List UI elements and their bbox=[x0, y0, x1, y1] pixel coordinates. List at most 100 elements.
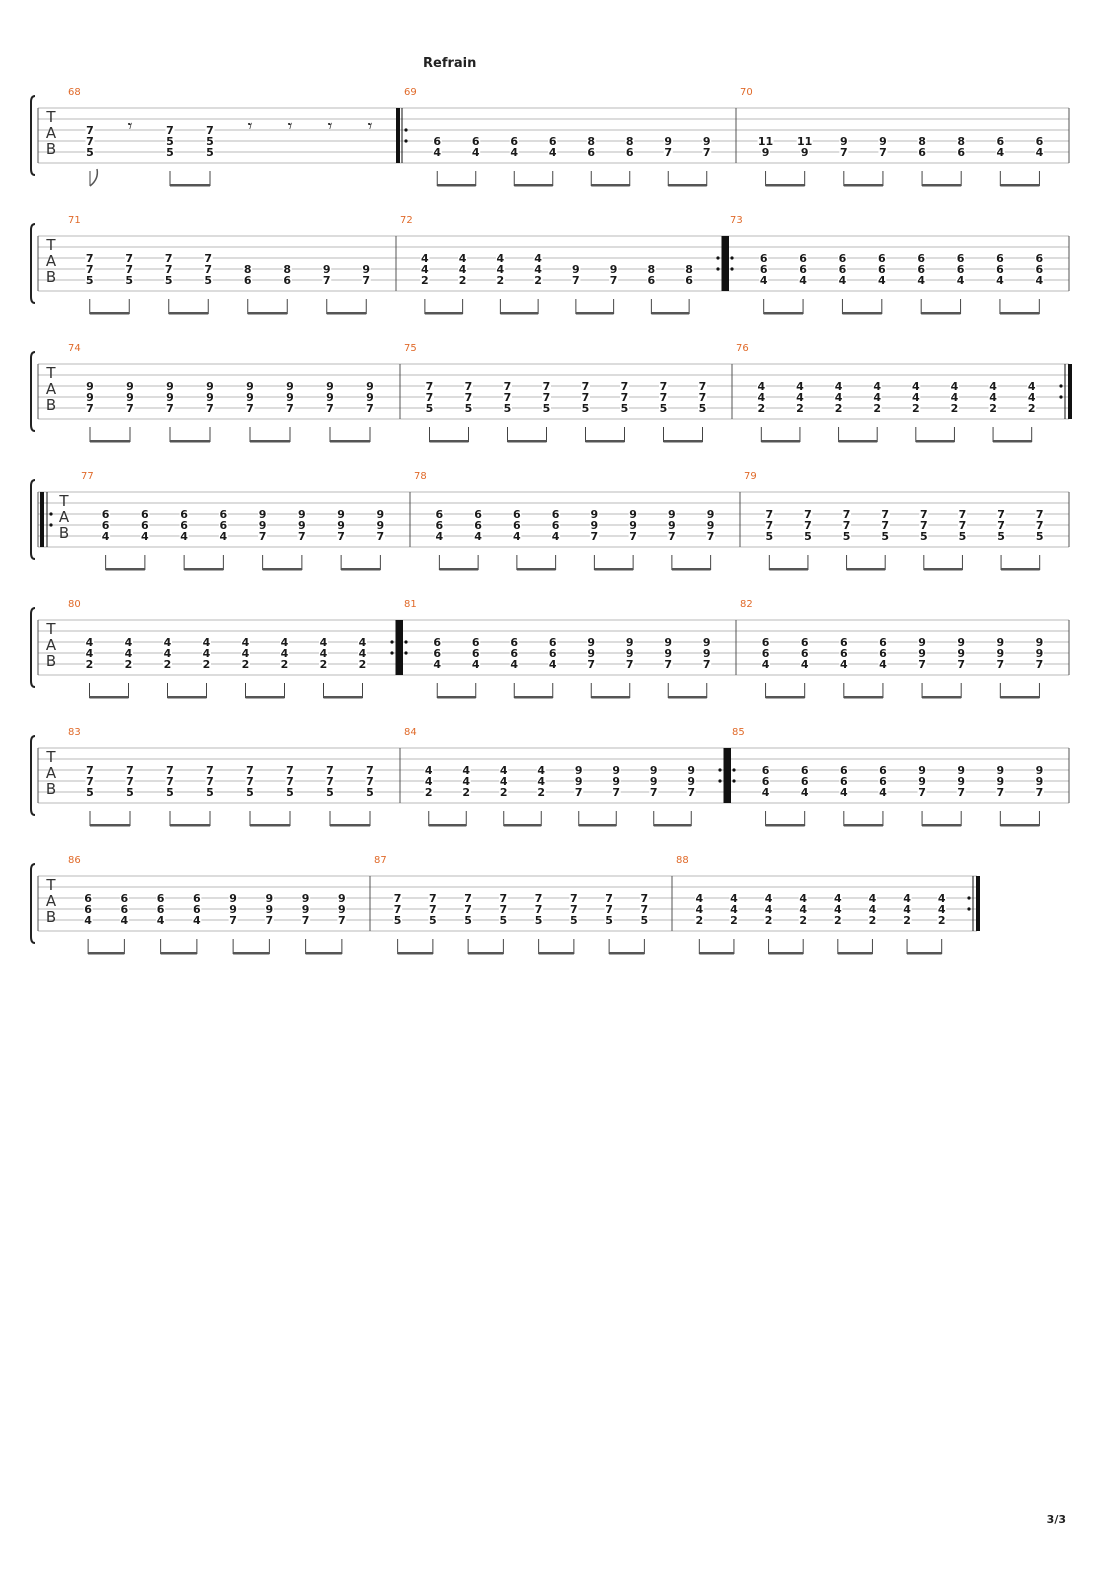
fret-bg bbox=[620, 392, 629, 402]
fret-bg bbox=[569, 893, 579, 903]
fret-number: 7 bbox=[997, 508, 1005, 521]
fret-number: 2 bbox=[459, 274, 467, 287]
fret-number: 5 bbox=[86, 274, 94, 287]
tab-clef-letter: A bbox=[46, 124, 57, 142]
tab-clef-letter: A bbox=[46, 764, 57, 782]
fret-number: 8 bbox=[244, 263, 252, 276]
fret-number: 5 bbox=[881, 530, 889, 543]
fret-number: 2 bbox=[86, 658, 94, 671]
fret-bg bbox=[803, 531, 813, 541]
fret-number: 7 bbox=[591, 530, 599, 543]
fret-bg bbox=[301, 915, 311, 925]
fret-number: 5 bbox=[464, 914, 472, 927]
fret-number: 9 bbox=[337, 508, 345, 521]
fret-number: 9 bbox=[206, 391, 214, 404]
fret-number: 9 bbox=[703, 135, 711, 148]
fret-bg bbox=[706, 509, 716, 519]
fret-number: 6 bbox=[879, 775, 887, 788]
fret-bg bbox=[800, 776, 810, 786]
fret-number: 4 bbox=[459, 263, 467, 276]
fret-bg bbox=[297, 509, 307, 519]
fret-number: 7 bbox=[626, 658, 634, 671]
fret-number: 8 bbox=[918, 135, 926, 148]
tab-clef-letter: B bbox=[46, 396, 56, 414]
fret-number: 2 bbox=[796, 402, 804, 415]
bar-number: 84 bbox=[404, 727, 417, 738]
fret-number: 7 bbox=[206, 764, 214, 777]
note-beam bbox=[1001, 568, 1040, 571]
fret-number: 7 bbox=[86, 402, 94, 415]
fret-number: 6 bbox=[762, 764, 770, 777]
fret-bg bbox=[867, 915, 877, 925]
fret-bg bbox=[702, 659, 712, 669]
fret-number: 7 bbox=[246, 402, 254, 415]
fret-number: 4 bbox=[164, 636, 172, 649]
fret-bg bbox=[1034, 776, 1044, 786]
fret-bg bbox=[509, 147, 519, 157]
tab-clef-letter: B bbox=[46, 908, 56, 926]
fret-bg bbox=[1034, 765, 1044, 775]
fret-bg bbox=[534, 893, 544, 903]
fret-bg bbox=[83, 904, 93, 914]
fret-number: 4 bbox=[193, 914, 201, 927]
fret-bg bbox=[375, 509, 385, 519]
fret-bg bbox=[285, 787, 295, 797]
fret-bg bbox=[464, 381, 473, 391]
fret-bg bbox=[473, 531, 483, 541]
fret-number: 5 bbox=[699, 402, 707, 415]
fret-bg bbox=[995, 253, 1005, 263]
fret-bg bbox=[798, 275, 808, 285]
fret-number: 7 bbox=[504, 391, 512, 404]
tab-clef-letter: A bbox=[46, 252, 57, 270]
note-beam bbox=[922, 184, 962, 187]
fret-number: 9 bbox=[326, 391, 334, 404]
fret-number: 9 bbox=[664, 636, 672, 649]
fret-number: 4 bbox=[760, 274, 768, 287]
fret-bg bbox=[878, 787, 888, 797]
fret-bg bbox=[609, 275, 619, 285]
fret-bg bbox=[628, 531, 638, 541]
fret-bg bbox=[663, 648, 673, 658]
fret-number: 6 bbox=[549, 636, 557, 649]
fret-bg bbox=[165, 147, 175, 157]
fret-bg bbox=[646, 275, 656, 285]
fret-number: 9 bbox=[629, 508, 637, 521]
fret-bg bbox=[165, 136, 175, 146]
repeat-dot bbox=[404, 651, 408, 655]
fret-number: 6 bbox=[996, 263, 1004, 276]
fret-bg bbox=[694, 893, 704, 903]
fret-number: 4 bbox=[912, 391, 920, 404]
fret-number: 9 bbox=[587, 647, 595, 660]
fret-number: 6 bbox=[1035, 263, 1043, 276]
fret-number: 7 bbox=[957, 786, 965, 799]
fret-bg bbox=[509, 637, 519, 647]
fret-bg bbox=[764, 520, 774, 530]
bar-number: 82 bbox=[740, 599, 753, 610]
fret-bg bbox=[533, 253, 543, 263]
fret-number: 7 bbox=[621, 391, 629, 404]
fret-bg bbox=[533, 264, 543, 274]
fret-number: 9 bbox=[591, 508, 599, 521]
fret-number: 5 bbox=[660, 402, 668, 415]
fret-bg bbox=[1027, 392, 1037, 402]
fret-number: 9 bbox=[86, 391, 94, 404]
fret-bg bbox=[282, 264, 292, 274]
fret-bg bbox=[124, 275, 134, 285]
fret-bg bbox=[798, 904, 808, 914]
fret-number: 4 bbox=[320, 647, 328, 660]
fret-number: 5 bbox=[326, 786, 334, 799]
fret-bg bbox=[125, 403, 135, 413]
fret-bg bbox=[432, 147, 442, 157]
fret-bg bbox=[228, 915, 238, 925]
fret-bg bbox=[156, 915, 166, 925]
fret-bg bbox=[667, 509, 677, 519]
fret-bg bbox=[432, 637, 442, 647]
fret-number: 7 bbox=[246, 775, 254, 788]
fret-bg bbox=[571, 275, 581, 285]
fret-bg bbox=[757, 136, 774, 146]
fret-number: 4 bbox=[1028, 380, 1036, 393]
fret-number: 7 bbox=[1036, 658, 1044, 671]
fret-number: 4 bbox=[125, 636, 133, 649]
